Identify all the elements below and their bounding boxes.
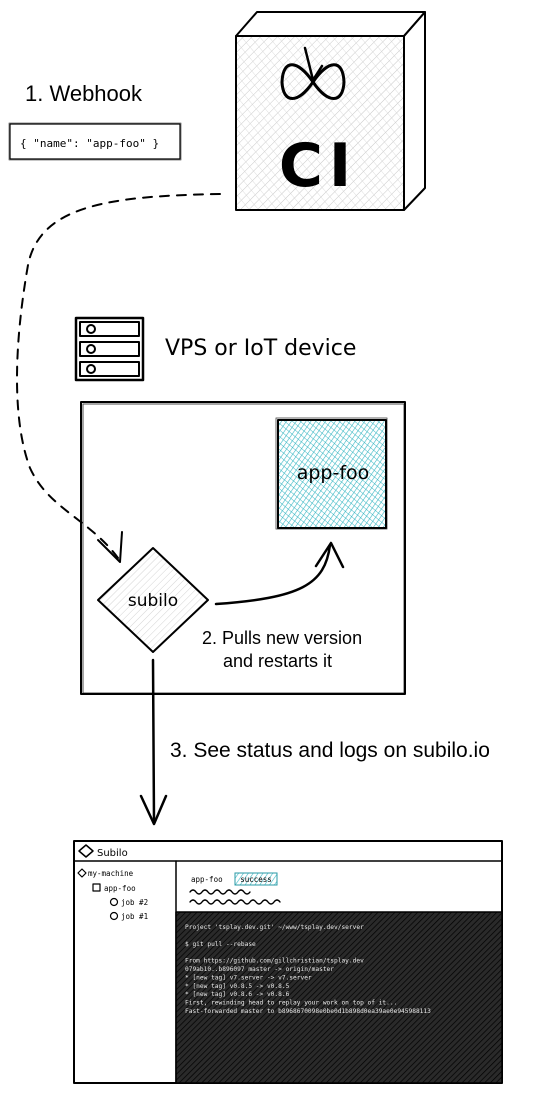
subilo-app-preview: Subilo my-machine app-foo job #2 job #1 …	[73, 840, 503, 1084]
machine-icon	[77, 868, 87, 878]
preview-title: Subilo	[97, 848, 128, 859]
log-line: * [new tag] v0.8.6 -> v0.8.6	[185, 991, 290, 998]
log-line: * [new tag] v0.8.5 -> v0.8.5	[185, 983, 290, 990]
log-line: Project 'tsplay.dev.git' ~/www/tsplay.de…	[185, 924, 364, 931]
device-frame	[80, 401, 406, 695]
webhook-label: 1. Webhook	[25, 81, 143, 106]
subilo-logo-icon	[78, 844, 94, 858]
log-line: First, rewinding head to replay your wor…	[185, 1000, 397, 1007]
status-arrowhead	[139, 794, 168, 826]
log-line: * [new tag] v7.server -> v7.server	[185, 974, 312, 981]
app-foo-label: app-foo	[297, 462, 370, 484]
meta-scribble-1	[189, 889, 251, 895]
server-rack-icon	[74, 316, 145, 382]
sidebar-project[interactable]: app-foo	[104, 884, 136, 893]
webhook-arrowhead	[97, 531, 123, 563]
step3-label: 3. See status and logs on subilo.io	[170, 739, 490, 762]
log-line: Fast-forwarded master to b8968670098e0be…	[185, 1008, 431, 1015]
sidebar-job-2[interactable]: job #2	[121, 898, 148, 907]
subilo-label: subilo	[128, 591, 178, 611]
payload-box	[9, 123, 181, 160]
payload-box-outline	[8, 122, 182, 161]
status-arrow	[151, 658, 156, 824]
step2-line1: 2. Pulls new version	[202, 628, 362, 648]
app-foo-box	[275, 417, 388, 530]
subilo-diamond	[97, 547, 209, 653]
main-project-name: app-foo	[191, 875, 223, 884]
payload-text: { "name": "app-foo" }	[20, 137, 159, 150]
device-frame-outline	[82, 403, 405, 694]
sidebar-machine[interactable]: my-machine	[88, 869, 134, 878]
ci-infinity-icon	[280, 46, 346, 100]
sidebar-job-1[interactable]: job #1	[121, 912, 148, 921]
log-lines: Project 'tsplay.dev.git' ~/www/tsplay.de…	[185, 924, 431, 1015]
webhook-dashed-arrow	[16, 193, 221, 559]
log-line: From https://github.com/gillchristian/ts…	[185, 958, 364, 965]
project-icon	[92, 883, 101, 892]
log-line: 079ab10..b896097 master -> origin/master	[185, 966, 334, 973]
job-2-icon	[109, 897, 119, 907]
log-line: $ git pull --rebase	[185, 941, 256, 948]
ci-label: CI	[279, 131, 357, 201]
ci-server-cube	[235, 11, 426, 211]
step2-line2: and restarts it	[223, 651, 332, 671]
status-badge	[234, 872, 278, 886]
meta-scribble-2	[189, 899, 281, 905]
pull-arrow	[214, 543, 332, 606]
status-badge-label: success	[240, 875, 272, 884]
pull-arrowhead	[314, 541, 345, 569]
job-1-icon	[109, 911, 119, 921]
vps-label: VPS or IoT device	[165, 336, 356, 361]
